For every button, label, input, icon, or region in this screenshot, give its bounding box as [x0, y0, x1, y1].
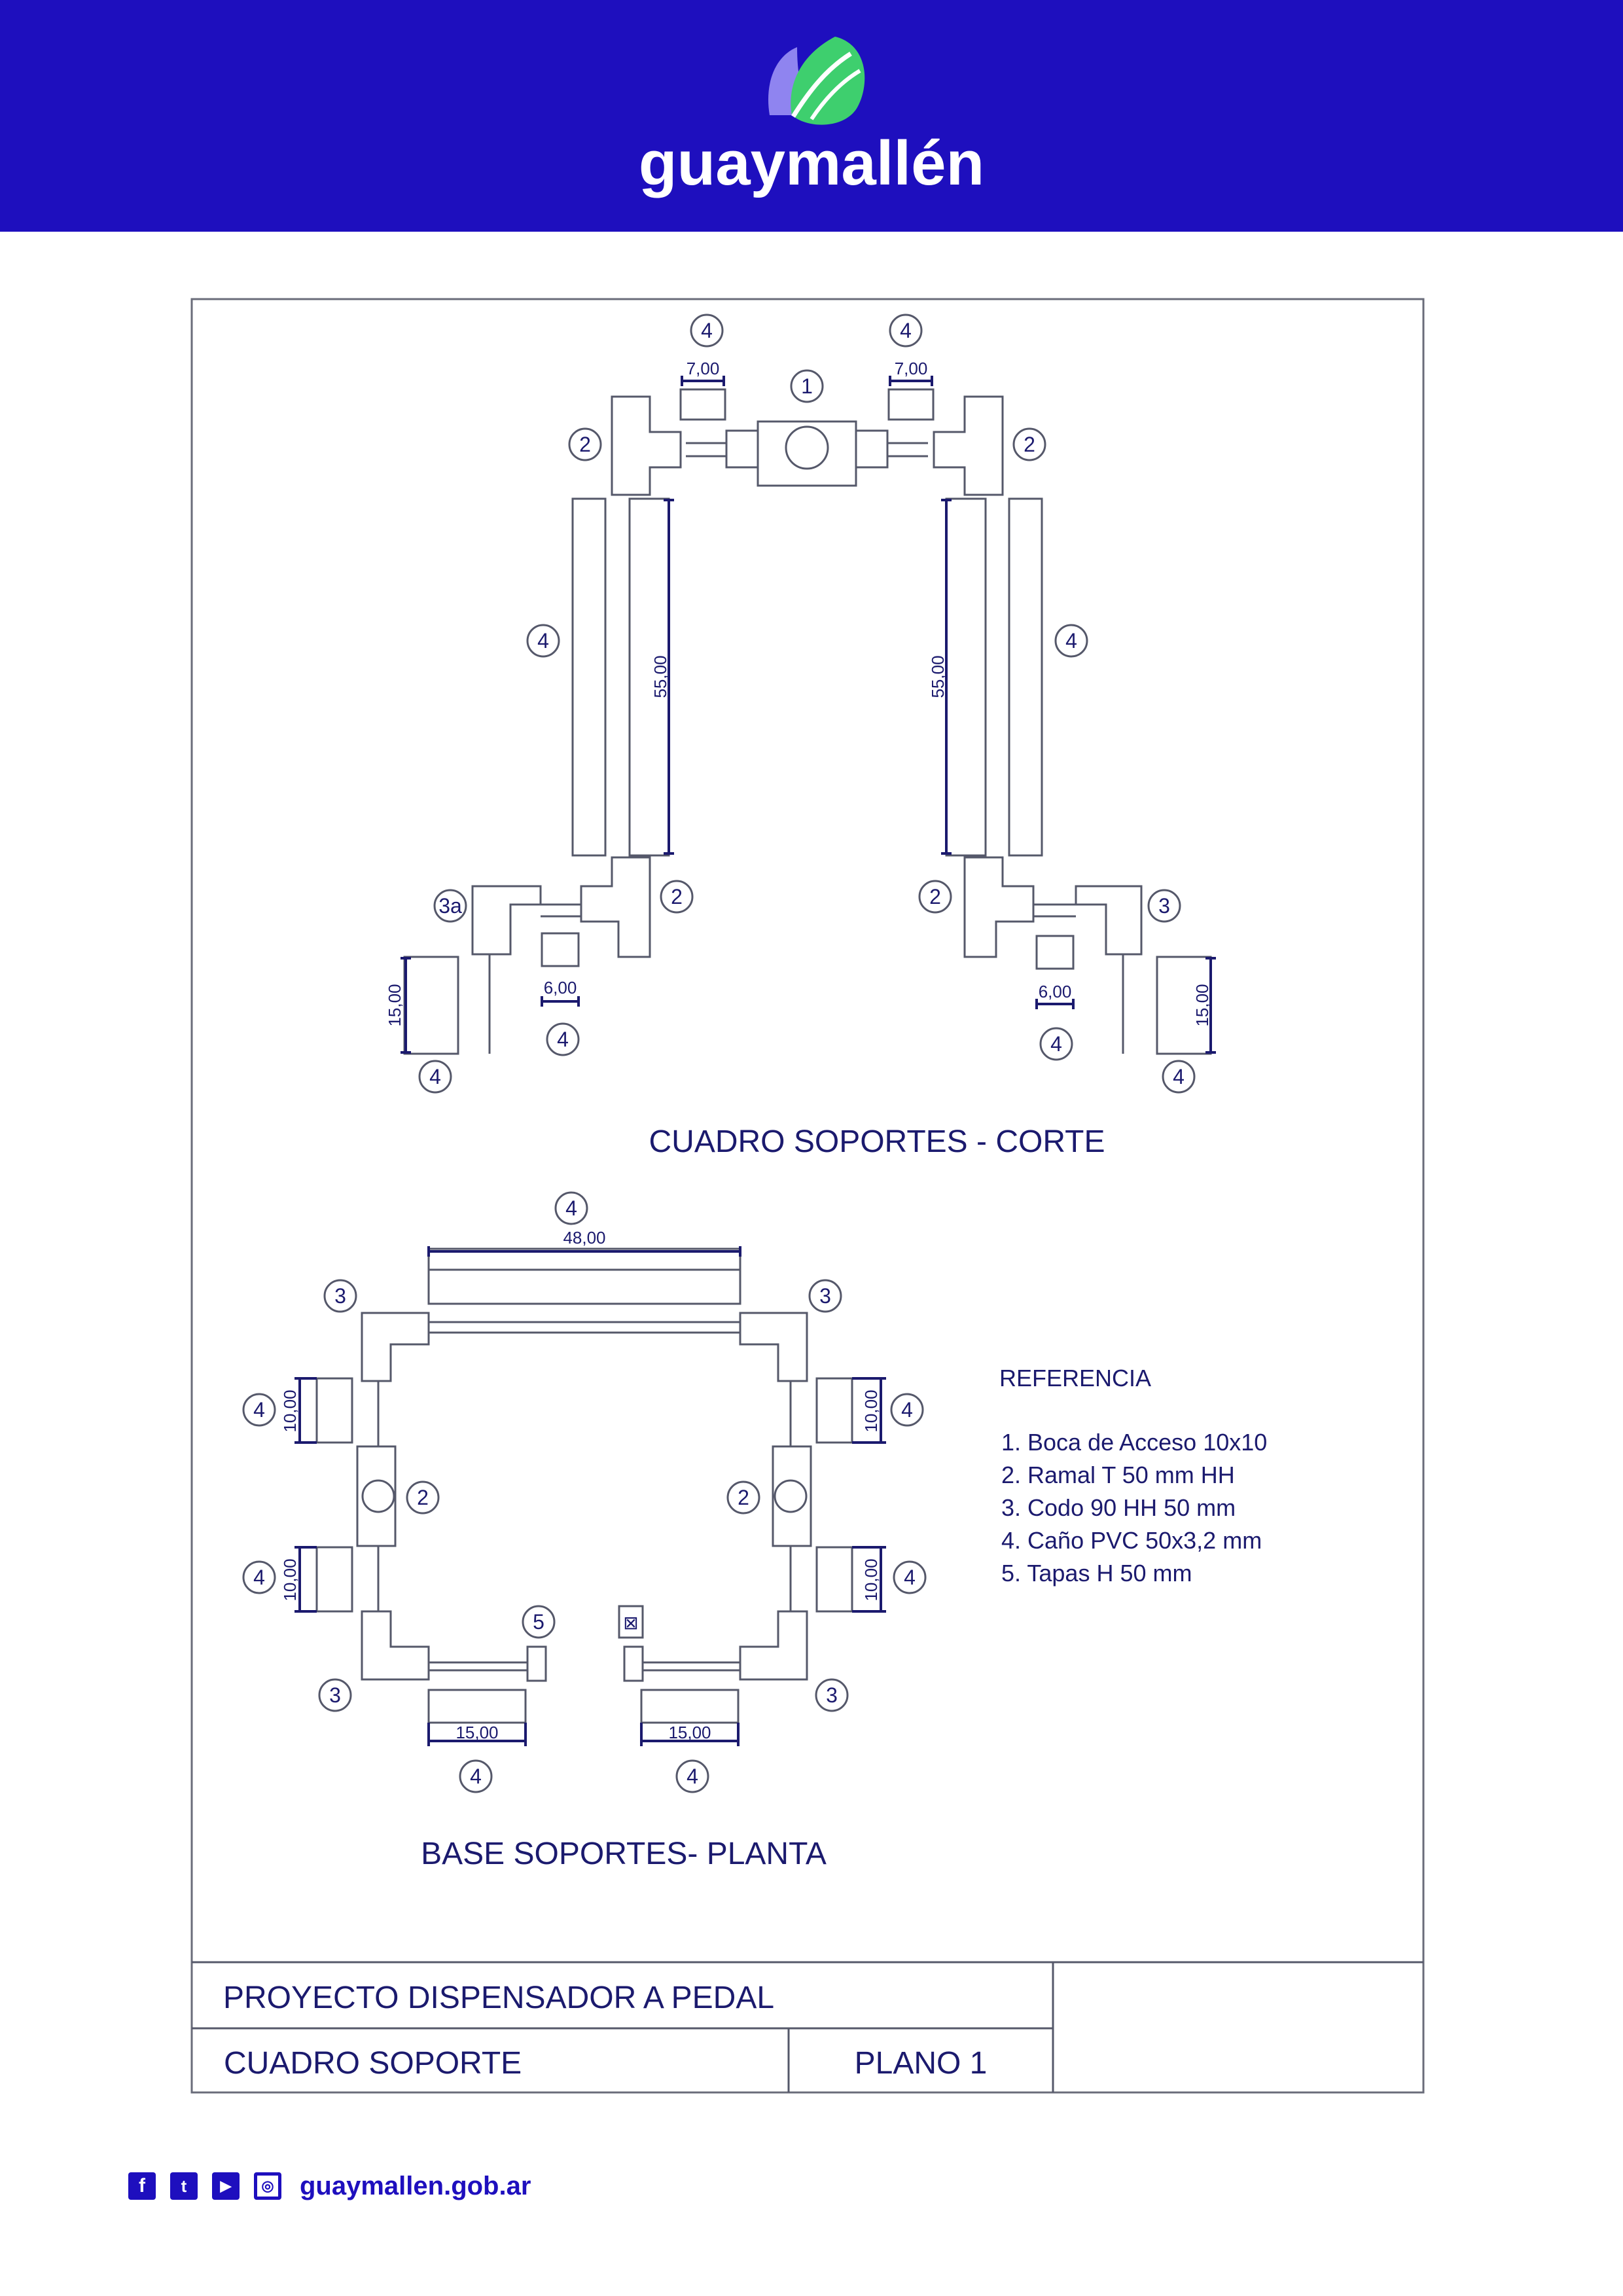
callout-label: 2: [417, 1486, 429, 1509]
drawing-frame: [190, 298, 1425, 2094]
twitter-icon[interactable]: t: [170, 2172, 198, 2200]
dim-top: 48,00: [563, 1228, 605, 1247]
callout-label: 3: [329, 1683, 341, 1707]
corte-title: CUADRO SOPORTES - CORTE: [649, 1124, 1105, 1159]
dim-bottom-right: 15,00: [668, 1723, 711, 1742]
planta-dimension-labels: 48,00 10,00 10,00 10,00 10,00 15,00 15,0…: [280, 1228, 881, 1742]
reference-item: 4. Caño PVC 50x3,2 mm: [1001, 1527, 1262, 1554]
callout-label: 2: [929, 885, 941, 908]
title-block: PROYECTO DISPENSADOR A PEDAL CUADRO SOPO…: [223, 1981, 987, 2081]
corte-callout-circles: [418, 314, 1196, 1094]
dim-small-left: 6,00: [544, 978, 577, 997]
callout-label: 4: [1173, 1065, 1185, 1088]
boxed-callout: [618, 1605, 644, 1639]
reference-item: 5. Tapas H 50 mm: [1001, 1560, 1192, 1587]
callout-label: 4: [565, 1196, 577, 1220]
planta-callout-circles: [242, 1191, 927, 1793]
callout-label: 4: [557, 1028, 569, 1051]
callout-label: 4: [1065, 629, 1077, 653]
corte-dimension-labels: 7,00 7,00 55,00 55,00 6,00 6,00 15,00 15…: [385, 359, 1212, 1027]
planta-callout-labels: 4 3 3 4 4 2 2 4 4 5 ⊠ 3 3 4 4: [253, 1196, 916, 1788]
planta-dimension-lines: [294, 1246, 886, 1746]
dim-side-right: 15,00: [1192, 984, 1212, 1026]
dim-side-tr: 10,00: [861, 1390, 881, 1432]
callout-label: 2: [1024, 433, 1035, 456]
plan-number: PLANO 1: [855, 2046, 988, 2081]
project-name: PROYECTO DISPENSADOR A PEDAL: [223, 1981, 774, 2015]
callout-label: ⊠: [623, 1613, 638, 1633]
youtube-icon[interactable]: ▶: [212, 2172, 240, 2200]
reference-item: 3. Codo 90 HH 50 mm: [1001, 1494, 1236, 1521]
facebook-icon[interactable]: f: [128, 2172, 156, 2200]
callout-label: 4: [253, 1398, 265, 1422]
reference-item: 2. Ramal T 50 mm HH: [1001, 1462, 1235, 1488]
dim-small-right: 6,00: [1039, 982, 1072, 1001]
corte-dimension-lines: [401, 376, 1216, 1054]
dim-bottom-left: 15,00: [455, 1723, 498, 1742]
sheet-name: CUADRO SOPORTE: [224, 2046, 522, 2081]
website-link[interactable]: guaymallen.gob.ar: [300, 2171, 531, 2200]
planta-view: [315, 1247, 853, 1724]
dim-side-bl: 10,00: [280, 1558, 300, 1601]
callout-label: 4: [470, 1765, 482, 1788]
dim-side-tl: 10,00: [280, 1390, 300, 1432]
header-logo: guaymallén: [639, 37, 984, 198]
dim-side-br: 10,00: [861, 1558, 881, 1601]
dim-side-left: 15,00: [385, 984, 404, 1026]
leaf-logo-icon: [768, 37, 865, 125]
footer-social: f t ▶ ◎ guaymallen.gob.ar: [128, 2172, 531, 2200]
corte-callout-labels: 4 4 1 2 2 4 4 2 2 3a 3 4 4 4 4: [429, 319, 1185, 1088]
callout-label: 4: [429, 1065, 441, 1088]
callout-label: 3: [819, 1284, 831, 1308]
dim-vert-right: 55,00: [928, 655, 948, 698]
brand-name: guaymallén: [639, 128, 984, 198]
callout-label: 4: [901, 1398, 913, 1422]
callout-label: 4: [253, 1566, 265, 1589]
dim-vert-left: 55,00: [651, 655, 670, 698]
callout-label: 4: [537, 629, 549, 653]
callout-label: 2: [671, 885, 683, 908]
dim-top-left: 7,00: [687, 359, 720, 378]
callout-label: 4: [900, 319, 912, 342]
callout-label: 3a: [438, 894, 462, 918]
callout-label: 1: [801, 374, 813, 398]
callout-label: 3: [1158, 894, 1170, 918]
callout-label: 4: [904, 1566, 916, 1589]
reference-item: 1. Boca de Acceso 10x10: [1001, 1429, 1267, 1456]
corte-view: [403, 388, 1212, 1055]
callout-label: 4: [1050, 1032, 1062, 1056]
reference-list: REFERENCIA 1. Boca de Acceso 10x10 2. Ra…: [999, 1365, 1267, 1587]
reference-title: REFERENCIA: [999, 1365, 1151, 1391]
header-bar: guaymallén: [0, 0, 1623, 232]
instagram-icon[interactable]: ◎: [254, 2172, 281, 2200]
callout-label: 3: [334, 1284, 346, 1308]
callout-label: 2: [579, 433, 591, 456]
callout-label: 3: [826, 1683, 838, 1707]
callout-label: 4: [701, 319, 713, 342]
callout-label: 5: [533, 1610, 544, 1634]
planta-title: BASE SOPORTES- PLANTA: [421, 1837, 827, 1871]
callout-label: 2: [738, 1486, 749, 1509]
dim-top-right: 7,00: [895, 359, 928, 378]
callout-label: 4: [687, 1765, 698, 1788]
